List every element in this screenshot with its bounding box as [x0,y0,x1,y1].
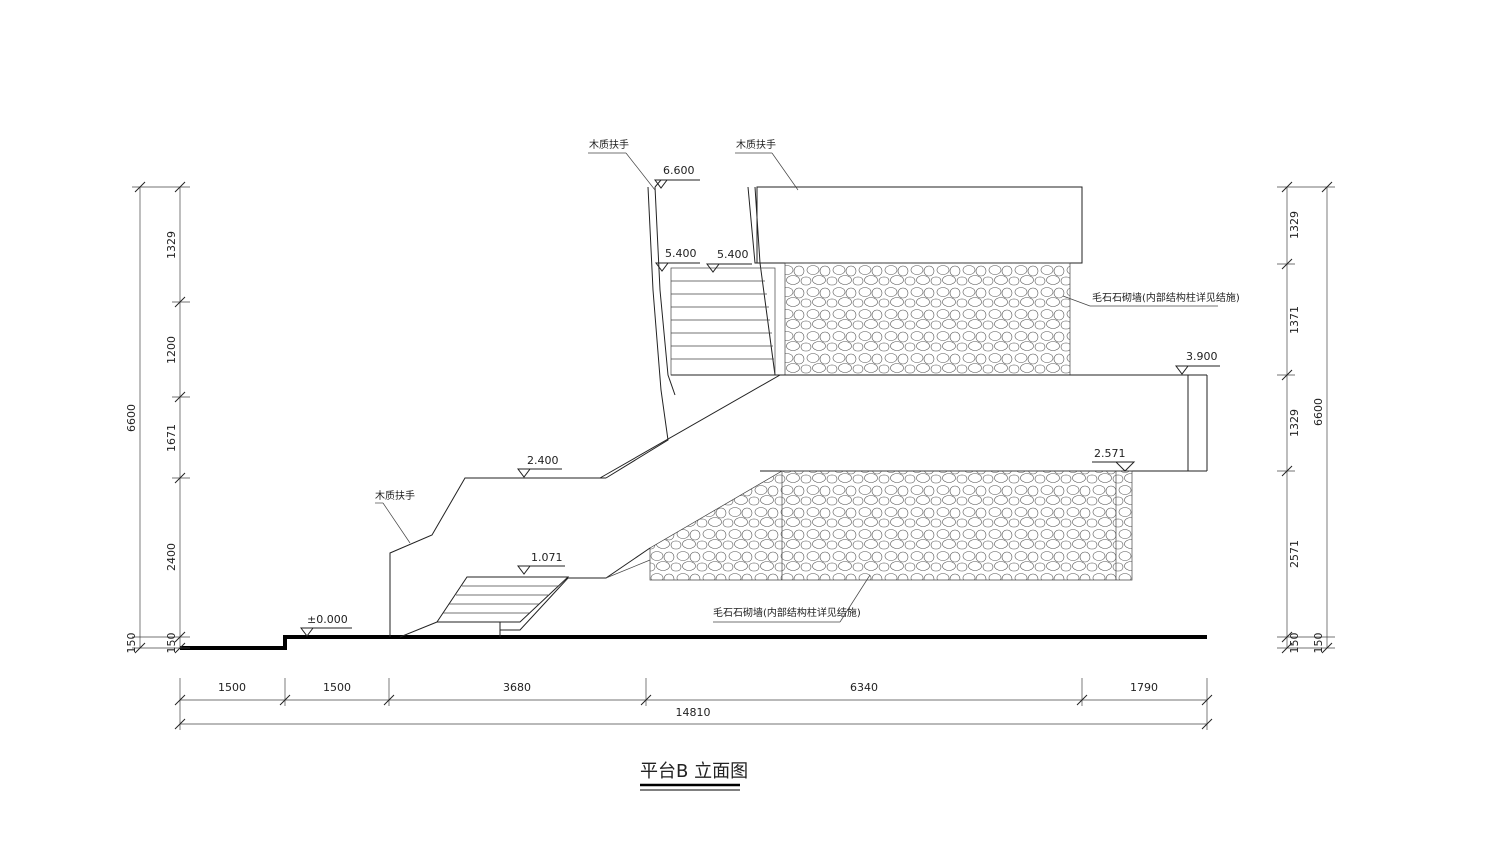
drawing-title: 平台B 立面图 [640,761,748,791]
upper-stair [599,186,781,479]
left-dim-2: 1671 [165,424,178,452]
left-dim-base: 150 [125,633,138,654]
ramp-profile [389,477,606,637]
elev-text-top: 6.600 [663,164,695,177]
right-dim-2: 1329 [1288,409,1301,437]
bottom-dimensions: 1500 1500 3680 6340 1790 14810 [174,678,1213,730]
elev-text-2571: 2.571 [1094,447,1126,460]
left-dim-4: 150 [165,633,178,654]
bottom-dim-total: 14810 [676,706,711,719]
ground-line [180,635,1207,650]
right-dim-1: 1371 [1288,306,1301,334]
elev-text-5400-right: 5.400 [717,248,749,261]
annotation-rubble-wall-2: 毛石石砌墙(内部结构柱详见结施) [713,574,871,623]
elevation-marker-2571: 2.571 [1092,447,1136,472]
elevation-marker-ground: ±0.000 [300,613,352,637]
elevation-marker-5400-right: 5.400 [706,248,752,273]
title-text: 平台B 立面图 [640,761,748,782]
elevation-marker-top: 6.600 [654,164,700,189]
lower-stair [399,547,651,638]
left-dimensions: 6600 1329 1200 1671 2400 150 150 [125,181,190,654]
elev-text-2400: 2.400 [527,454,559,467]
rubble-wall-label-1: 毛石石砌墙(内部结构柱详见结施) [1092,291,1240,304]
rubble-wall-label-2: 毛石石砌墙(内部结构柱详见结施) [713,606,861,619]
right-dimensions: 1329 1371 1329 2571 150 6600 150 [1277,181,1335,654]
handrail-label-2: 木质扶手 [736,138,776,151]
annotation-rubble-wall-1: 毛石石砌墙(内部结构柱详见结施) [1062,291,1240,307]
right-dim-total: 6600 [1312,398,1325,426]
annotation-handrail-1: 木质扶手 [588,138,656,191]
annotation-handrail-3: 木质扶手 [375,489,415,544]
bottom-dim-1: 1500 [323,681,351,694]
handrail-label-1: 木质扶手 [589,138,629,151]
elevation-marker-2400: 2.400 [517,454,562,478]
upper-platform [756,186,1208,472]
handrail-label-3: 木质扶手 [375,489,415,502]
elevation-marker-3900: 3.900 [1175,350,1220,375]
bottom-dim-4: 1790 [1130,681,1158,694]
elev-text-3900: 3.900 [1186,350,1218,363]
upper-rubble-wall [784,262,1071,376]
left-dim-1: 1200 [165,336,178,364]
bottom-dim-0: 1500 [218,681,246,694]
left-dim-total: 6600 [125,404,138,432]
annotation-handrail-2: 木质扶手 [735,138,799,191]
elevation-marker-1071: 1.071 [517,551,565,575]
elev-text-ground: ±0.000 [307,613,348,626]
bottom-dim-2: 3680 [503,681,531,694]
right-dim-4: 150 [1288,633,1301,654]
right-dim-3: 2571 [1288,540,1301,568]
right-dim-0: 1329 [1288,211,1301,239]
left-dim-0: 1329 [165,231,178,259]
left-dim-3: 2400 [165,543,178,571]
elevation-marker-5400-left: 5.400 [655,247,700,272]
lower-rubble-wall [649,470,1133,581]
elev-text-5400-left: 5.400 [665,247,697,260]
elev-text-1071: 1.071 [531,551,563,564]
bottom-dim-3: 6340 [850,681,878,694]
right-dim-base: 150 [1312,633,1325,654]
